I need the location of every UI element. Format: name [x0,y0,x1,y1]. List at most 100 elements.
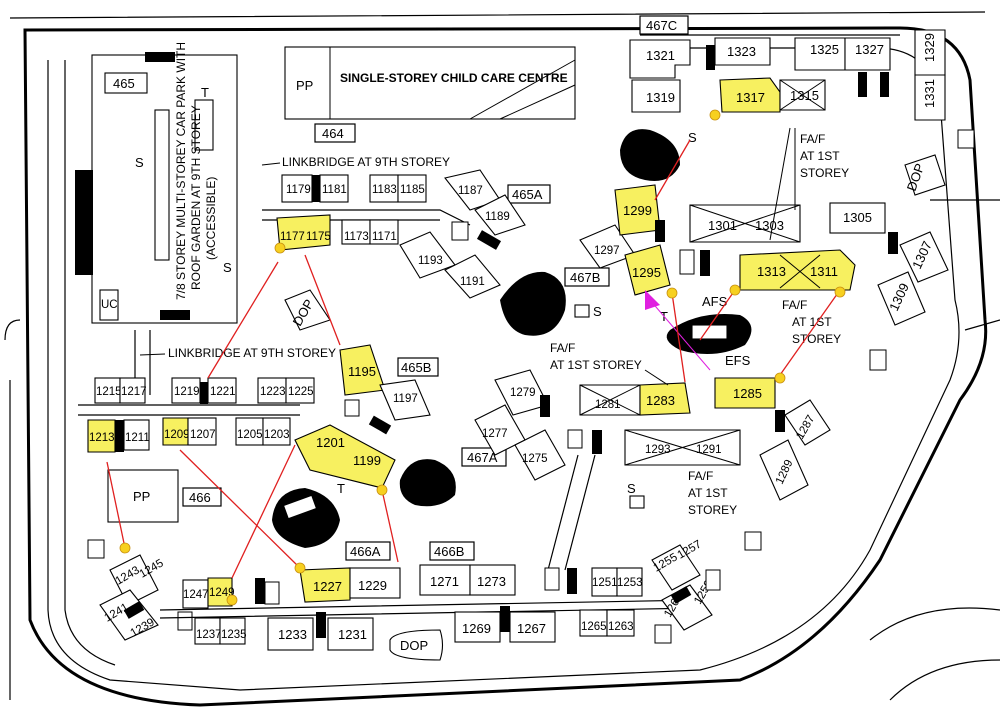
block-label-1299: 1299 [623,203,652,218]
cross-1301b [689,204,801,243]
block-label-1317: 1317 [736,90,765,105]
block-label-1237: 1237 [196,629,222,641]
s-label-east: S [627,481,636,496]
tag-465b-box [397,357,439,377]
block-label-1211: 1211 [125,432,150,444]
block-1275 [514,429,566,481]
tag-466a: 466A [350,544,381,559]
block-1319 [631,79,681,113]
t-label-north: S [688,130,697,145]
route-arrows [106,139,841,579]
lift-1261 [670,586,692,604]
block-1253 [616,567,643,597]
block-label-1203: 1203 [264,429,290,441]
route-1313-afs [699,289,736,341]
marker-1177 [274,242,286,254]
cross-1281b [579,384,641,416]
bin-1261 [654,624,672,644]
carpark-tag-box [104,72,148,94]
block-label-1209: 1209 [164,429,190,441]
marker-1285 [774,372,786,384]
route-1295-1283 [671,292,686,383]
block-label-1251: 1251 [592,577,618,589]
marker-1311 [834,286,846,298]
carpark-note-3: (ACCESSIBLE) [204,177,218,260]
block-label-1325: 1325 [810,42,839,57]
block-label-1319: 1319 [646,90,675,105]
marker-1249 [226,594,238,606]
block-label-1305: 1305 [843,210,872,225]
bin-466 [87,539,105,559]
afs-stairs [691,324,728,340]
route-1199-466a [381,489,399,563]
block-1211 [123,419,150,451]
block-1229 [349,567,401,599]
block-label-1329: 1329 [922,33,937,62]
magenta-marker [645,290,660,310]
lift-1233 [316,612,326,638]
tag-465b: 465B [401,360,431,375]
faf3-b: AT 1ST STOREY [550,358,642,372]
s-box-central [574,304,590,318]
faf1-a: FA/F [800,132,825,146]
block-label-1279: 1279 [510,387,536,399]
route-1245-1213 [106,461,126,549]
block-label-1275: 1275 [522,453,548,465]
bin-1189 [451,221,469,241]
block-label-1267: 1267 [517,621,546,636]
block-label-1195: 1195 [348,364,376,379]
linkbridge-top-leader [261,162,281,166]
block-label-1295: 1295 [632,265,661,280]
carpark-stair-2 [160,310,190,320]
tag-467b-box [564,267,610,287]
block-label-1273: 1273 [477,574,506,589]
lift-1197 [368,415,392,435]
bin-tr [957,129,975,149]
lift-1327b [880,72,889,97]
lift-1295 [700,250,710,276]
block-label-1227: 1227 [313,579,342,594]
block-label-1231: 1231 [338,627,367,642]
block-label-1173: 1173 [344,231,369,243]
bin-1249 [264,581,280,605]
carpark-s2-label: S [223,260,232,275]
block-1263 [606,609,635,637]
block-1267 [509,611,556,643]
block-label-1311: 1311 [810,264,838,279]
lift-1291 [592,430,602,454]
faf4-c: STOREY [688,503,737,517]
carpark-t-label: T [201,85,209,100]
pp-top-label: PP [296,78,313,93]
block-1171 [369,219,399,245]
site-boundary [23,26,988,707]
bin-1291 [567,429,583,449]
faf3-a: FA/F [550,341,575,355]
block-label-1223: 1223 [260,386,286,398]
block-1255-1257 [651,544,701,591]
linkbridge-top: LINKBRIDGE AT 9TH STOREY [282,155,450,169]
pp-bottom-label: PP [133,489,150,504]
marker-1295 [666,287,678,299]
marker-1245 [119,542,131,554]
route-1317-1299 [654,139,691,201]
magenta-line [649,299,711,371]
corridor-west [78,330,300,416]
block-1177-1175 [276,214,331,251]
linkbridge-mid: LINKBRIDGE AT 9TH STOREY [168,346,336,360]
bin-1259 [705,569,721,591]
block-label-1189: 1189 [485,211,510,223]
block-1201-1199 [294,424,396,489]
block-label-1217: 1217 [121,386,147,398]
inner-road-2 [64,34,900,666]
block-label-1221: 1221 [210,386,236,398]
block-1197 [379,379,431,421]
block-1227 [299,567,351,603]
block-1289 [759,439,809,501]
lift-1189 [476,230,502,250]
block-label-1177: 1177 [280,231,305,243]
faf2-a: FA/F [782,298,807,312]
east-road [930,199,1000,331]
block-label-1277: 1277 [482,428,508,440]
uc-label: UC [101,299,118,311]
